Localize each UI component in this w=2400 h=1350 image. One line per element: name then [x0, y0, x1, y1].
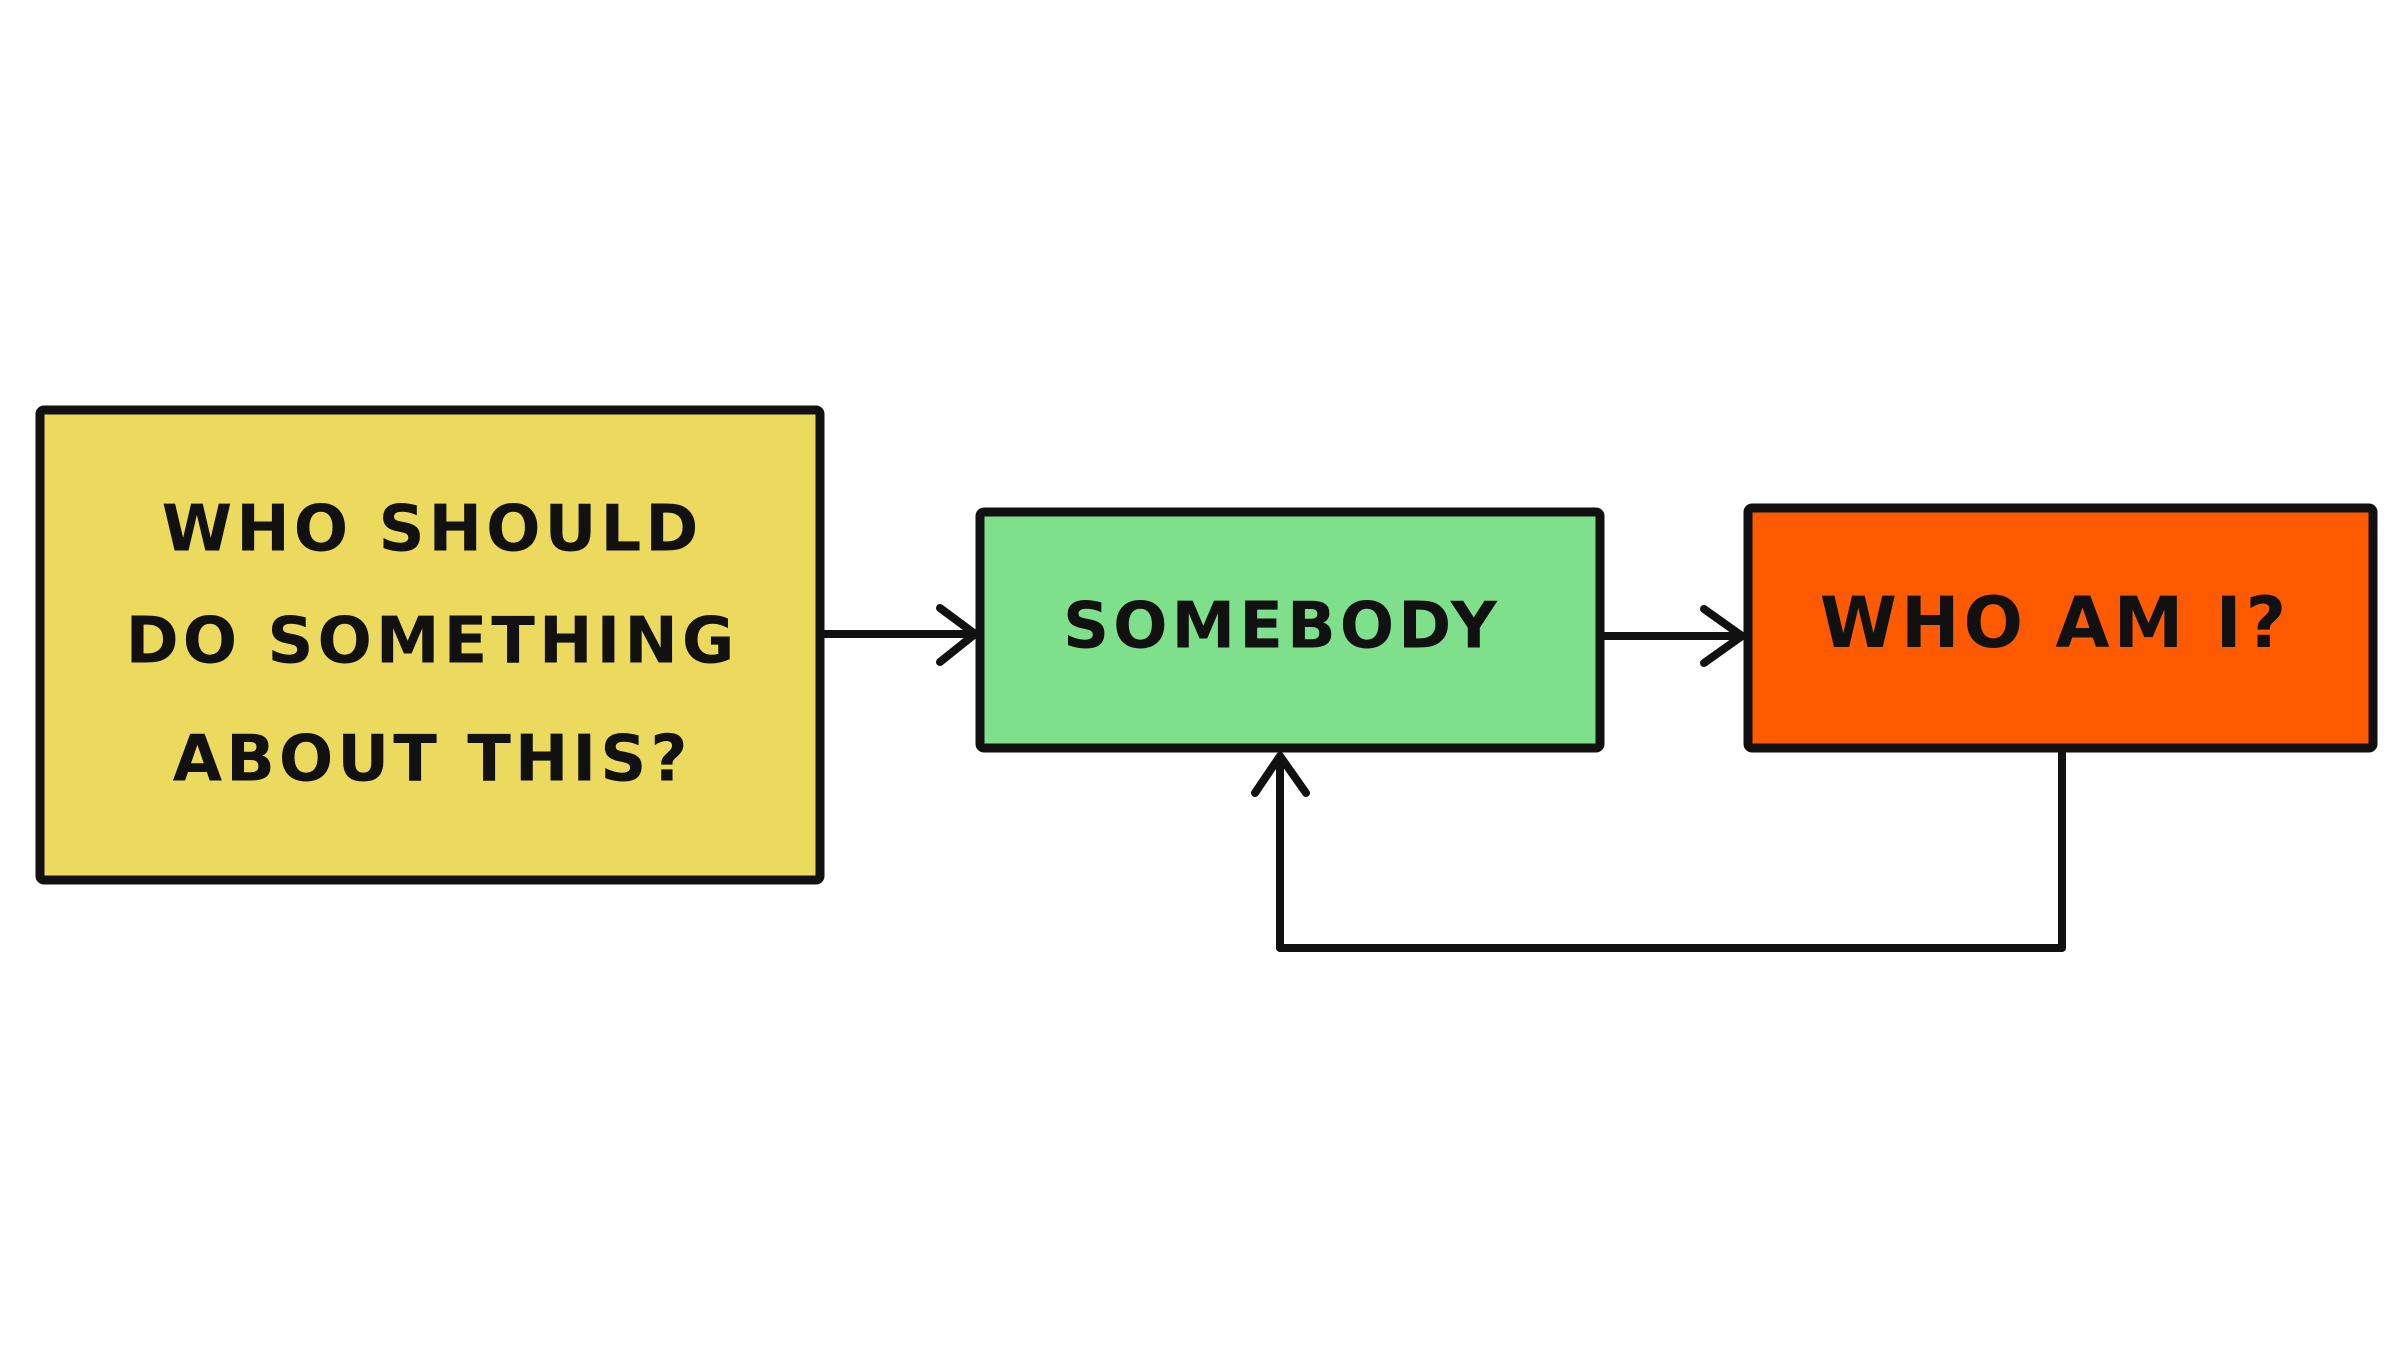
edge-who-am-i-to-somebody-arrowhead — [1251, 752, 1310, 797]
question-line-2: DO SOMETHING — [126, 605, 739, 679]
who-am-i-box — [1743, 503, 2378, 753]
who-am-i-label: WHO AM I? — [1820, 582, 2291, 664]
edge-somebody-to-who-am-i — [1600, 605, 1746, 667]
question-line-1: WHO SHOULD — [162, 493, 703, 567]
edge-somebody-to-who-am-i-arrowhead — [1700, 605, 1746, 667]
edge-question-to-somebody-arrowhead — [936, 604, 979, 666]
somebody-node: SOMEBODY — [975, 507, 1605, 753]
who-am-i-node: WHO AM I? — [1743, 503, 2378, 753]
somebody-box — [975, 507, 1605, 753]
somebody-label: SOMEBODY — [1063, 590, 1501, 664]
question-node: WHO SHOULD DO SOMETHING ABOUT THIS? — [35, 405, 825, 885]
question-box — [35, 405, 825, 885]
edge-question-to-somebody — [820, 604, 979, 666]
edge-who-am-i-to-somebody-line — [1276, 748, 2066, 952]
question-line-3: ABOUT THIS? — [173, 723, 692, 797]
edge-who-am-i-to-somebody — [1251, 748, 2066, 952]
